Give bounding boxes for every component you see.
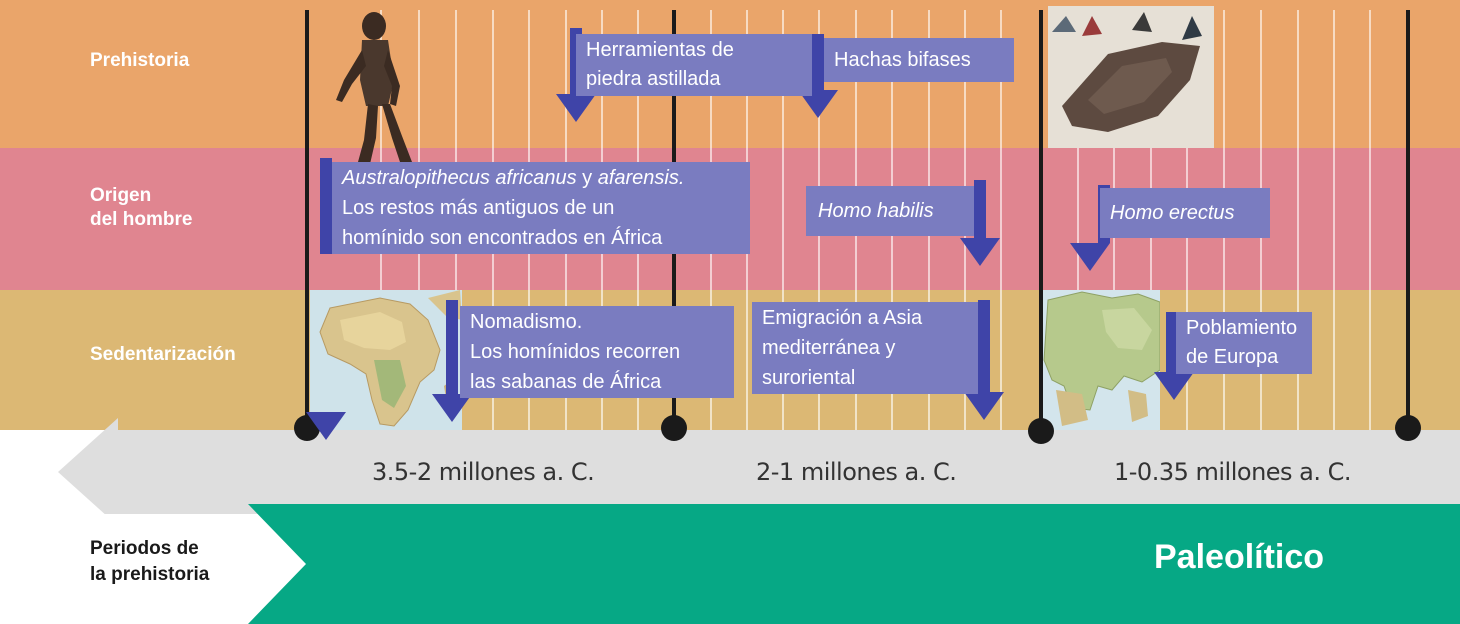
- event-herramientas-line1: Herramientas de: [586, 39, 734, 61]
- event-nomadismo-line3: las sabanas de África: [470, 371, 662, 393]
- band-label-prehistoria: Prehistoria: [90, 50, 190, 71]
- event-nomadismo-line1: Nomadismo.: [470, 311, 583, 333]
- event-emigracion-line2: mediterránea y: [762, 337, 896, 359]
- hominid-figure: [336, 12, 412, 164]
- event-australopithecus-line2: Los restos más antiguos de un: [342, 197, 615, 219]
- event-europa-line1: Poblamiento: [1186, 317, 1298, 339]
- timeline-marker-4: [1406, 10, 1410, 428]
- event-hachas: Hachas bifases: [824, 38, 1014, 82]
- event-habilis-text: Homo habilis: [818, 200, 934, 222]
- event-australopithecus-line1: Australopithecus africanus y afarensis.: [342, 163, 740, 193]
- periods-label: Periodos de la prehistoria: [90, 536, 209, 588]
- band-label-origen: Origen del hombre: [90, 184, 192, 232]
- event-europa: Poblamiento de Europa: [1176, 312, 1312, 374]
- paleolitico-label: Paleolítico: [1154, 538, 1325, 576]
- timeline-marker-1: [305, 10, 309, 428]
- event-emigracion: Emigración a Asia mediterránea y surorie…: [752, 302, 978, 394]
- event-emigracion-line1: Emigración a Asia: [762, 307, 923, 329]
- band-label-sedentarizacion: Sedentarización: [90, 344, 236, 365]
- periods-label-line1: Periodos de: [90, 538, 199, 559]
- event-europa-line2: de Europa: [1186, 346, 1279, 368]
- event-habilis: Homo habilis: [806, 186, 974, 236]
- event-australopithecus-line3: homínido son encontrados en África: [342, 227, 663, 249]
- band-label-origen-line2: del hombre: [90, 209, 193, 230]
- band-label-origen-line1: Origen: [90, 185, 152, 206]
- date-label-1: 3.5-2 millones a. C.: [372, 458, 595, 486]
- event-nomadismo-line2: Los homínidos recorren: [470, 341, 681, 363]
- date-label-3: 1-0.35 millones a. C.: [1114, 458, 1352, 486]
- timeline-dot-3: [1028, 418, 1054, 444]
- stone-tools-photo: [1048, 6, 1214, 148]
- paleolitico-band: [248, 504, 1460, 624]
- event-erectus: Homo erectus: [1100, 188, 1270, 238]
- timeline-dot-2: [661, 415, 687, 441]
- periods-label-line2: la prehistoria: [90, 564, 210, 585]
- event-australopithecus: Australopithecus africanus y afarensis. …: [332, 162, 750, 254]
- timeline-dot-4: [1395, 415, 1421, 441]
- timeline-marker-3: [1039, 10, 1043, 428]
- species-afarensis: afarensis.: [597, 167, 685, 189]
- date-label-2: 2-1 millones a. C.: [756, 458, 957, 486]
- event-herramientas-line2: piedra astillada: [586, 68, 721, 90]
- event-hachas-text: Hachas bifases: [834, 49, 971, 71]
- event-herramientas: Herramientas de piedra astillada: [576, 34, 812, 96]
- europe-map: [1042, 290, 1160, 430]
- event-erectus-text: Homo erectus: [1110, 202, 1235, 224]
- conjunction-y: y: [576, 167, 598, 189]
- timeline-arrow: [58, 418, 1460, 514]
- species-africanus: Australopithecus africanus: [342, 167, 577, 189]
- event-emigracion-line3: suroriental: [762, 367, 856, 389]
- event-nomadismo: Nomadismo. Los homínidos recorren las sa…: [460, 306, 734, 398]
